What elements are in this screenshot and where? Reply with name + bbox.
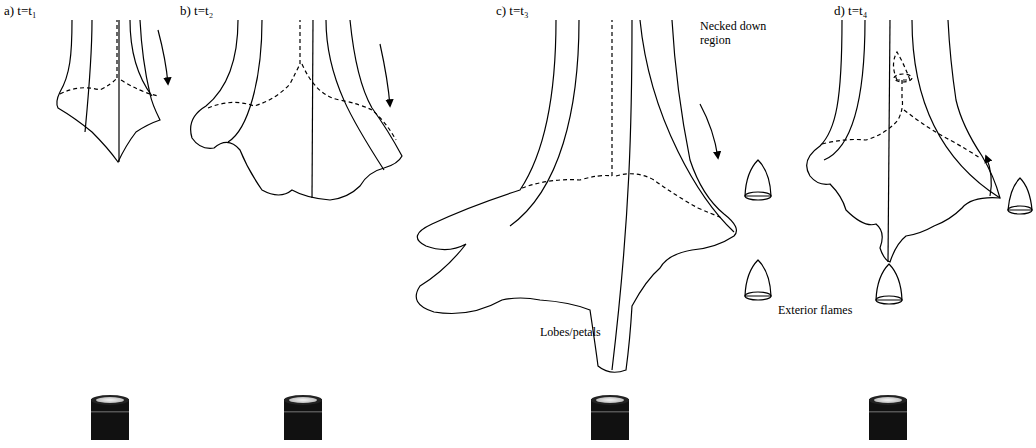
exterior-flames — [745, 160, 1032, 304]
flame-a — [57, 20, 168, 162]
flame-d — [807, 20, 1000, 262]
flame-c — [416, 20, 736, 372]
burners — [91, 395, 907, 440]
panel-label: b) t=t₂ — [180, 4, 213, 19]
region-label: Necked down region — [700, 20, 772, 48]
region-label: Lobes/petals — [540, 326, 601, 340]
panel-label: a) t=t₁ — [4, 4, 36, 19]
region-label: Exterior flames — [778, 304, 852, 318]
panel-label: d) t=t₄ — [834, 4, 867, 19]
panel-label: c) t=t₃ — [496, 4, 528, 19]
flame-b — [191, 20, 402, 200]
